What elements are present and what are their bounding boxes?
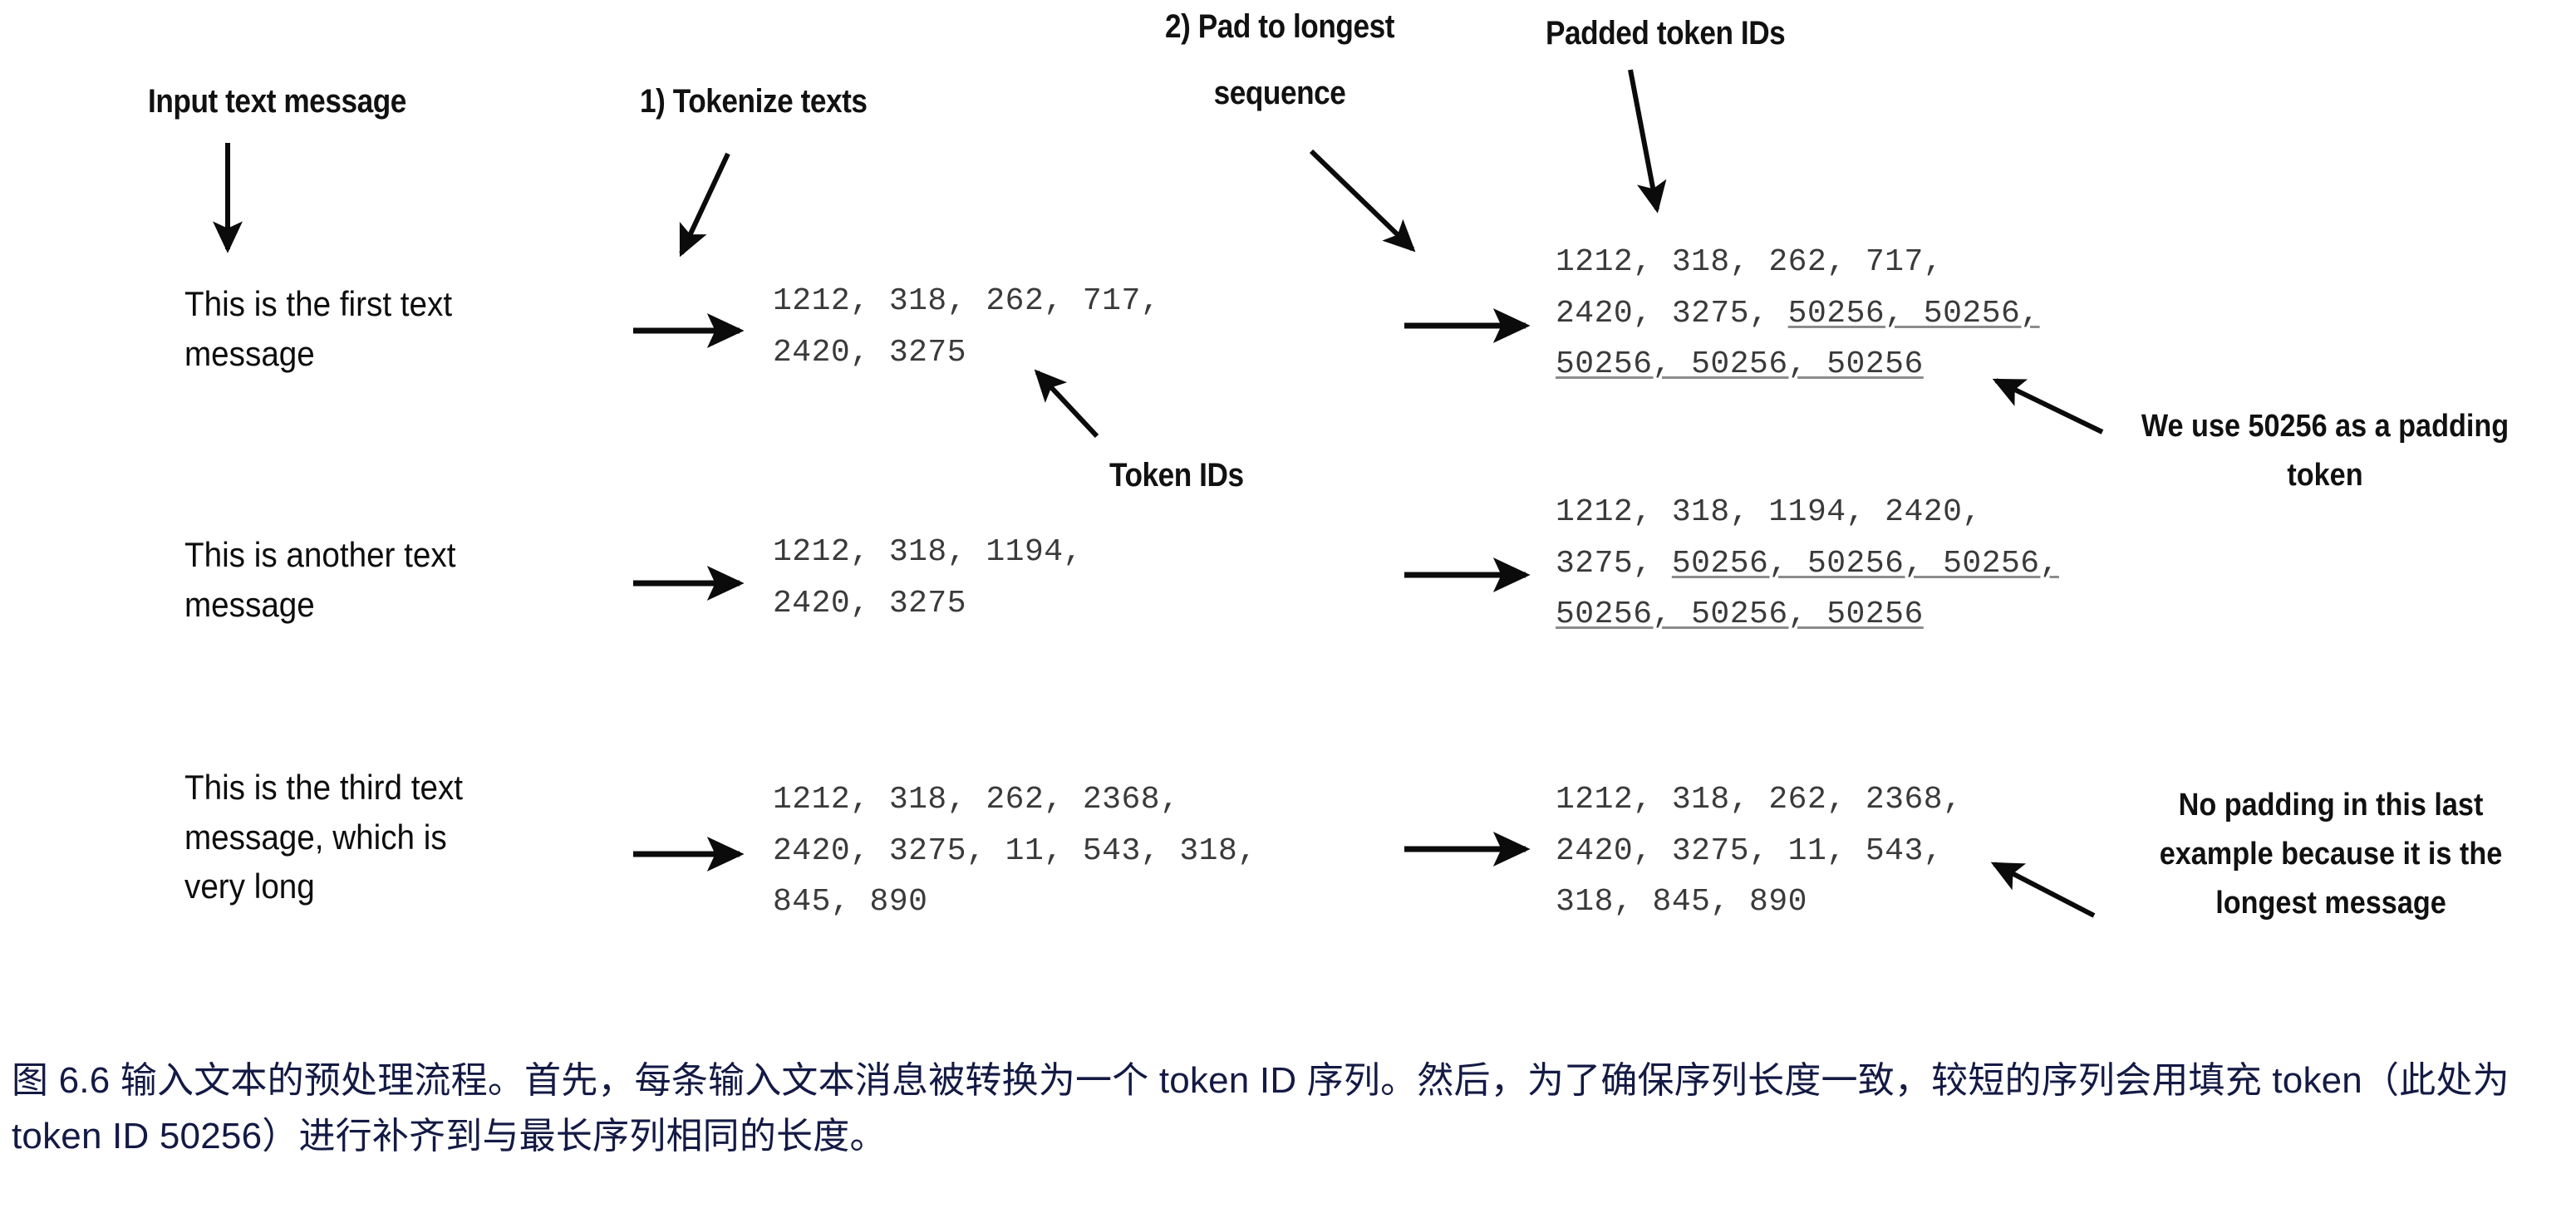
padding-tokens-row-2-line-b: 50256, 50256, 50256 [1556, 597, 1924, 633]
arrow-pad-step [1309, 149, 1416, 253]
arrow-token-ids-label [1034, 369, 1099, 439]
input-message-row-3: This is the third text message, which is… [184, 768, 464, 906]
heading-token-ids: Token IDs [1109, 457, 1244, 494]
arrow-tokenize-step [679, 152, 730, 258]
token-ids-row-1: 1212, 318, 262, 717, 2420, 3275 [773, 283, 1161, 371]
input-message-row-1: This is the first text message [184, 284, 453, 373]
token-ids-row-2: 1212, 318, 1194, 2420, 3275 [773, 534, 1083, 621]
note-padding-token: We use 50256 as a padding token [2141, 409, 2510, 493]
input-message-row-2: This is another text message [184, 535, 456, 624]
padded-prefix-row-1: 1212, 318, 262, 717, 2420, 3275, [1556, 244, 1944, 331]
heading-step-2-pad-line2: sequence [1213, 75, 1346, 111]
heading-padded-token-ids: Padded token IDs [1546, 15, 1786, 52]
note-no-padding: No padding in this last example because … [2159, 788, 2503, 921]
arrow-padded-token-ids [1628, 69, 1667, 214]
padding-tokens-row-1-line-a: 50256, 50256, [1787, 295, 2040, 331]
padded-token-ids-row-3: 1212, 318, 262, 2368, 2420, 3275, 11, 54… [1556, 782, 1963, 921]
heading-step-2-pad-line1: 2) Pad to longest [1164, 8, 1395, 45]
padded-token-ids-row-2: 1212, 318, 1194, 2420, 3275, 50256, 5025… [1556, 487, 2220, 641]
heading-step-1-tokenize: 1) Tokenize texts [640, 83, 868, 120]
padded-token-ids-row-1: 1212, 318, 262, 717, 2420, 3275, 50256, … [1556, 237, 2187, 390]
padded-prefix-row-2: 1212, 318, 1194, 2420, 3275, [1556, 494, 1982, 582]
padding-tokens-row-2-line-a: 50256, 50256, 50256, [1671, 545, 2059, 582]
padding-tokens-row-1-line-b: 50256, 50256, 50256 [1556, 346, 1924, 383]
heading-input-text-message: Input text message [148, 83, 406, 120]
figure-caption: 图 6.6 输入文本的预处理流程。首先，每条输入文本消息被转换为一个 token… [12, 1060, 2510, 1156]
token-ids-row-3: 1212, 318, 262, 2368, 2420, 3275, 11, 54… [773, 782, 1257, 921]
